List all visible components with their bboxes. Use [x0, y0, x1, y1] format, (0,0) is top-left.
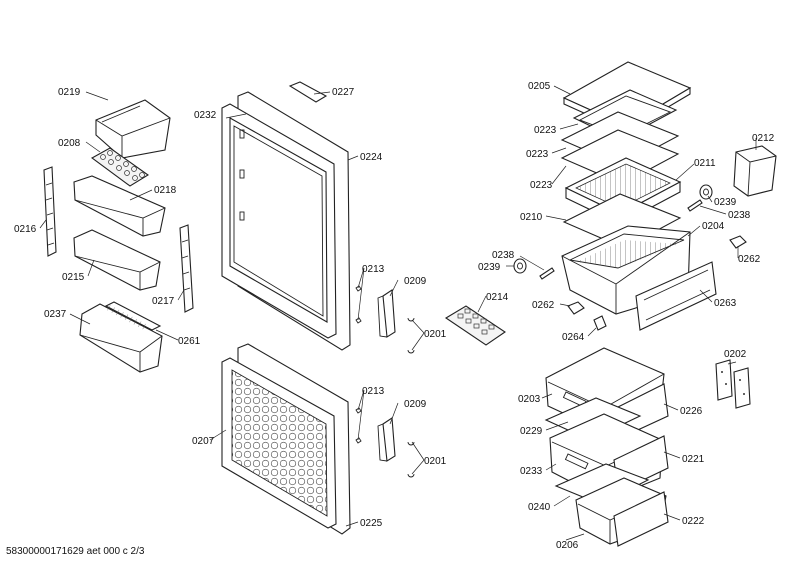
label-0210: 0210	[520, 212, 543, 223]
part-0239-roller	[699, 184, 713, 200]
part-0201-lower-caps	[407, 441, 415, 478]
part-0201-upper-caps	[407, 317, 415, 354]
label-0224: 0224	[360, 152, 383, 163]
leader-lines	[39, 85, 757, 541]
label-0206: 0206	[556, 540, 579, 551]
label-0213-lower: 0213	[362, 386, 385, 397]
label-0217: 0217	[152, 296, 175, 307]
document-footer: 58300000171629 aet 000 c 2/3	[6, 546, 145, 557]
label-0201-upper: 0201	[424, 329, 447, 340]
label-0201-lower: 0201	[424, 456, 447, 467]
label-0213-upper: 0213	[362, 264, 385, 275]
label-0209-lower: 0209	[404, 399, 427, 410]
part-0216-side-rail	[43, 166, 57, 257]
label-0216: 0216	[14, 224, 37, 235]
label-0262-a: 0262	[532, 300, 555, 311]
label-0219: 0219	[58, 87, 81, 98]
part-0208-egg-tray	[90, 147, 149, 187]
label-0211: 0211	[694, 158, 716, 169]
label-0209-upper: 0209	[404, 276, 427, 287]
part-0202-ventilation-plates	[715, 359, 751, 409]
label-0207: 0207	[192, 436, 215, 447]
part-0209-lower-handle	[377, 417, 396, 462]
label-0204: 0204	[702, 221, 725, 232]
part-0218-door-shelf	[73, 175, 166, 237]
part-0215-door-shelf	[73, 229, 161, 291]
label-0239-b: 0239	[478, 262, 501, 273]
part-0237-bottle-shelf	[79, 303, 163, 373]
part-0238-pin-lower	[539, 267, 555, 280]
part-labels: 0219 0208 0218 0216 0215 0217 0237 0261 …	[14, 81, 775, 551]
part-0238-pin	[687, 199, 703, 212]
label-0203: 0203	[518, 394, 541, 405]
label-0222: 0222	[682, 516, 705, 527]
part-0263-crisper-front	[635, 261, 717, 331]
part-0264-clip	[593, 315, 607, 331]
label-0223-b: 0223	[526, 149, 549, 160]
label-0237: 0237	[44, 309, 67, 320]
part-0262-clip	[567, 235, 747, 315]
label-0261: 0261	[178, 336, 201, 347]
label-0239-a: 0239	[714, 197, 737, 208]
label-0263: 0263	[714, 298, 737, 309]
part-0239-roller-lower	[513, 258, 527, 274]
label-0223-a: 0223	[534, 125, 557, 136]
part-0207-lower-door-gasket	[221, 357, 337, 529]
label-0232: 0232	[194, 110, 217, 121]
part-0222-freezer-front-bottom	[613, 491, 669, 547]
part-0219-butter-compartment	[95, 99, 171, 159]
part-0209-upper-handle	[377, 289, 396, 338]
label-0214: 0214	[486, 292, 509, 303]
part-0261-bottle-retainer	[104, 301, 162, 331]
label-0229: 0229	[520, 426, 543, 437]
label-0205: 0205	[528, 81, 551, 92]
label-0233: 0233	[520, 466, 543, 477]
label-0202: 0202	[724, 349, 747, 360]
label-0208: 0208	[58, 138, 81, 149]
part-0217-side-rail	[179, 224, 194, 313]
label-0227: 0227	[332, 87, 355, 98]
label-0212: 0212	[752, 133, 775, 144]
label-0264: 0264	[562, 332, 585, 343]
label-0225: 0225	[360, 518, 383, 529]
part-0227-label-plate	[288, 81, 328, 103]
part-0232-upper-door-gasket	[221, 103, 337, 339]
label-0218: 0218	[154, 185, 177, 196]
label-0262-b: 0262	[738, 254, 761, 265]
label-0226: 0226	[680, 406, 703, 417]
label-0240: 0240	[528, 502, 551, 513]
label-0238-b: 0238	[492, 250, 515, 261]
label-0221: 0221	[682, 454, 705, 465]
label-0238-a: 0238	[728, 210, 751, 221]
label-0215: 0215	[62, 272, 85, 283]
part-0212-box	[733, 145, 777, 197]
part-0214-ice-tray	[444, 305, 506, 346]
label-0223-c: 0223	[530, 180, 553, 191]
